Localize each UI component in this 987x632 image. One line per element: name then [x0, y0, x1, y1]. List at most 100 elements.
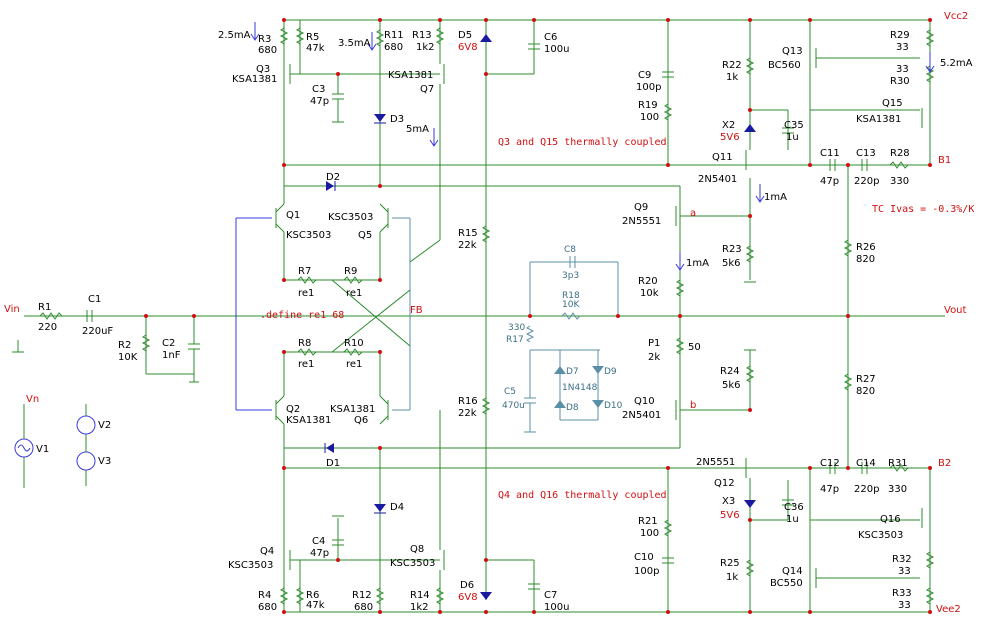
current-label: 3.5mA — [338, 38, 371, 49]
c35-label: C35 — [784, 120, 804, 131]
r12-value: 680 — [354, 602, 373, 613]
r19-value: 100 — [640, 112, 659, 123]
r9-value: re1 — [346, 288, 362, 299]
r15-value: 22k — [458, 240, 477, 251]
r9-resistor — [343, 276, 363, 284]
p1-value: 2k — [648, 352, 660, 363]
r17-value: 330 — [508, 323, 525, 333]
r23-resistor — [745, 245, 755, 263]
d6-zener-icon — [480, 592, 492, 600]
r21-resistor — [663, 519, 673, 537]
r27-label: R27 — [856, 374, 876, 385]
r29-resistor — [925, 29, 935, 47]
c11-label: C11 — [820, 148, 840, 159]
r33-resistor — [925, 587, 935, 605]
d8-label: D8 — [566, 403, 579, 413]
x3-label: X3 — [722, 496, 735, 507]
c4-label: C4 — [312, 536, 325, 547]
q10-label: Q10 — [634, 396, 655, 407]
d1-diode-icon — [326, 443, 334, 453]
q3-label: Q3 — [256, 64, 270, 75]
r4-resistor — [279, 587, 289, 605]
r26-label: R26 — [856, 242, 876, 253]
x2-label: X2 — [722, 120, 735, 131]
r14-value: 1k2 — [410, 602, 429, 613]
q4-label: Q4 — [260, 546, 274, 557]
r3-resistor — [279, 27, 289, 45]
r10-resistor — [343, 348, 363, 356]
c10-value: 100p — [634, 566, 659, 577]
d10-diode-icon — [592, 400, 604, 408]
c36-value: 1u — [786, 514, 799, 525]
r8-resistor — [297, 348, 317, 356]
r23-value: 5k6 — [722, 258, 741, 269]
current-label: 1mA — [686, 258, 709, 269]
q6-type: KSA1381 — [330, 404, 375, 415]
junction-dots — [144, 18, 932, 614]
r29-label: R29 — [890, 30, 910, 41]
r20-value: 10k — [640, 288, 659, 299]
r8-label: R8 — [298, 338, 311, 349]
r6-label: R6 — [306, 590, 319, 601]
c4-value: 47p — [310, 548, 329, 559]
c9-label: C9 — [638, 70, 651, 81]
vin-label: Vin — [4, 304, 20, 315]
r7-value: re1 — [298, 288, 314, 299]
d4-diode-icon — [374, 504, 386, 512]
q12-type: 2N5551 — [696, 457, 735, 468]
q14-label: Q14 — [782, 566, 803, 577]
q16-type: KSC3503 — [858, 530, 903, 541]
r2-label: R2 — [118, 340, 131, 351]
q1-type: KSC3503 — [286, 230, 331, 241]
current-arrow-icon — [925, 52, 935, 73]
current-arrow-icon — [367, 32, 377, 51]
diode-type-label: 1N4148 — [562, 383, 598, 393]
q2-type: KSA1381 — [286, 415, 331, 426]
r25-label: R25 — [720, 558, 740, 569]
d5-value: 6V8 — [458, 42, 478, 53]
c12-value: 47p — [820, 484, 839, 495]
x2-zener-icon — [744, 124, 756, 132]
r4-label: R4 — [258, 590, 271, 601]
c2-value: 1nF — [162, 350, 181, 361]
current-arrow-icon — [250, 22, 260, 41]
r1-value: 220 — [38, 322, 57, 333]
c14-value: 220p — [854, 484, 879, 495]
r8-value: re1 — [298, 359, 314, 370]
c9-value: 100p — [636, 82, 661, 93]
q10-type: 2N5401 — [622, 410, 661, 421]
q3-type: KSA1381 — [232, 74, 277, 85]
d6-value: 6V8 — [458, 592, 478, 603]
r17-resistor — [525, 325, 535, 343]
p1-setting-label: 50 — [688, 342, 701, 353]
r13-resistor — [435, 27, 445, 45]
r1-resistor — [39, 312, 63, 320]
d8-diode-icon — [554, 400, 566, 408]
r20-label: R20 — [638, 276, 658, 287]
q5-type: KSC3503 — [328, 212, 373, 223]
b2-label: B2 — [938, 458, 951, 469]
r21-value: 100 — [640, 528, 659, 539]
q4-type: KSC3503 — [228, 560, 273, 571]
define-note: .define re1 68 — [260, 310, 344, 321]
r10-label: R10 — [344, 338, 364, 349]
r16-label: R16 — [458, 396, 478, 407]
d5-label: D5 — [458, 30, 472, 41]
vout-label: Vout — [944, 305, 967, 316]
r28-resistor — [889, 161, 909, 169]
current-label: 2.5mA — [218, 30, 251, 41]
q12-label: Q12 — [714, 478, 735, 489]
r23-label: R23 — [722, 244, 742, 255]
r19-resistor — [663, 103, 673, 121]
r33-value: 33 — [898, 600, 911, 611]
r6-value: 47k — [306, 600, 325, 611]
q13-type: BC560 — [768, 60, 801, 71]
current-label: 5mA — [406, 124, 429, 135]
r33-label: R33 — [892, 588, 912, 599]
r29-value: 33 — [896, 42, 909, 53]
r30-value: 33 — [896, 64, 909, 75]
d1-label: D1 — [326, 458, 340, 469]
c8-value: 3p3 — [562, 271, 579, 281]
r6-resistor — [295, 587, 305, 605]
r26-resistor — [843, 239, 853, 257]
